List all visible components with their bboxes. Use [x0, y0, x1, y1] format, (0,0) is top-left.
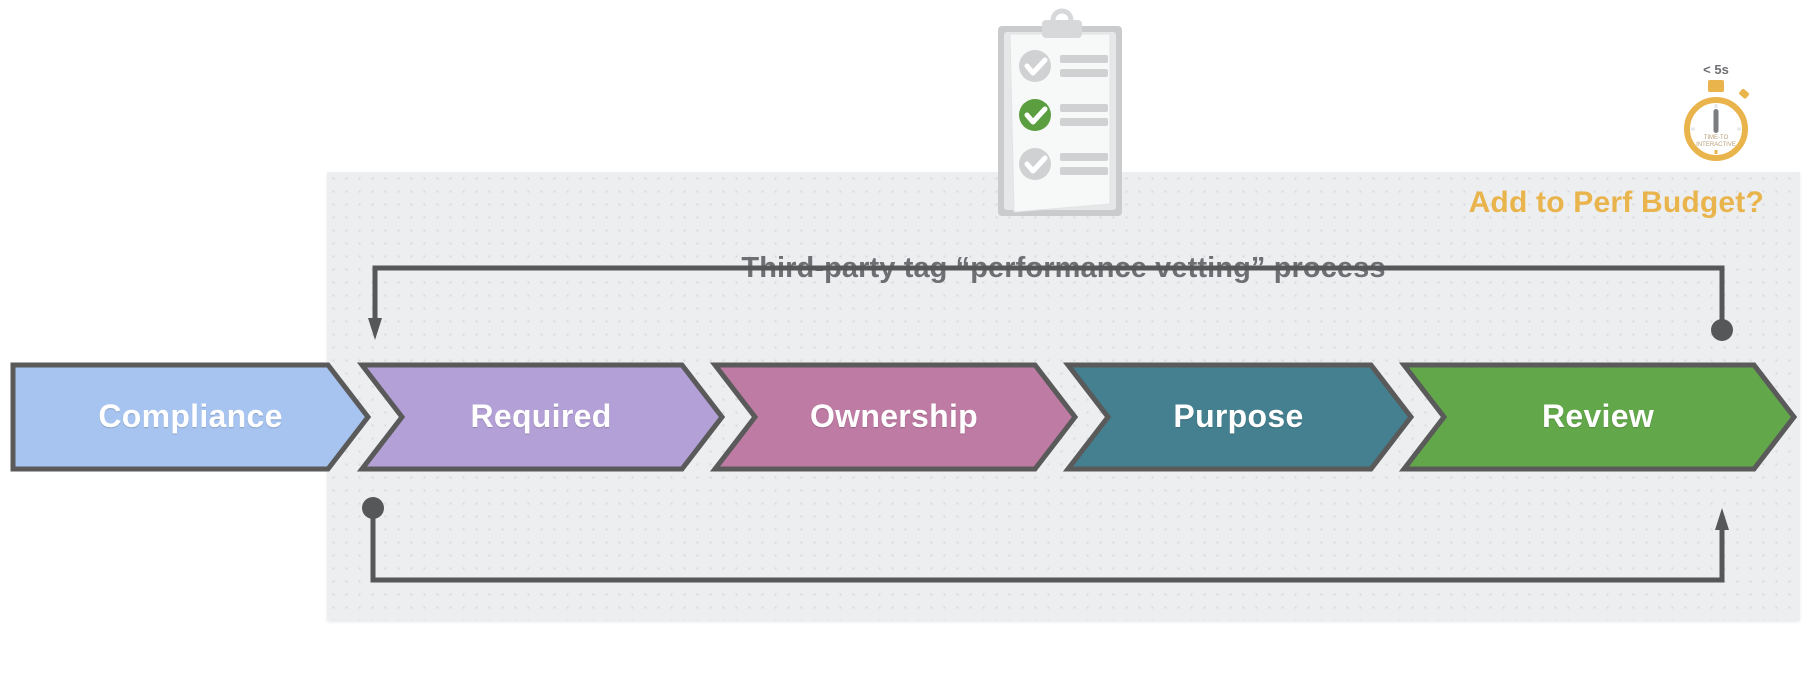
clipboard-check-2 — [1019, 99, 1051, 131]
stage-chevron-required[interactable]: Required — [360, 363, 722, 471]
stage-chevron-compliance[interactable]: Compliance — [13, 363, 368, 471]
stage-label-ownership: Ownership — [809, 397, 979, 434]
stage-label-required: Required — [470, 397, 612, 434]
clipboard-check-3 — [1019, 148, 1051, 180]
stage-chevron-row: Compliance Required Ownership Purpose Re… — [0, 362, 1810, 472]
stopwatch-metric-line1: TIME-TO — [1704, 135, 1729, 141]
stage-label-compliance: Compliance — [98, 397, 283, 434]
perf-budget-label: Add to Perf Budget? — [1468, 186, 1764, 219]
stage-chevron-ownership[interactable]: Ownership — [713, 363, 1075, 471]
stopwatch-threshold-label: < 5s — [1703, 62, 1729, 77]
stopwatch-metric-line2: INTERACTIVE — [1696, 142, 1736, 148]
stage-chevron-review[interactable]: Review — [1402, 363, 1794, 471]
process-title: Third-party tag “performance vetting” pr… — [741, 252, 1386, 284]
stage-label-purpose: Purpose — [1173, 397, 1304, 434]
clipboard-check-1 — [1019, 50, 1051, 82]
stage-label-review: Review — [1541, 397, 1655, 434]
stage-chevron-purpose[interactable]: Purpose — [1066, 363, 1411, 471]
stopwatch-icon: < 5s TIME-TO INTERACTIVE — [1668, 62, 1764, 167]
clipboard-icon — [998, 8, 1122, 216]
